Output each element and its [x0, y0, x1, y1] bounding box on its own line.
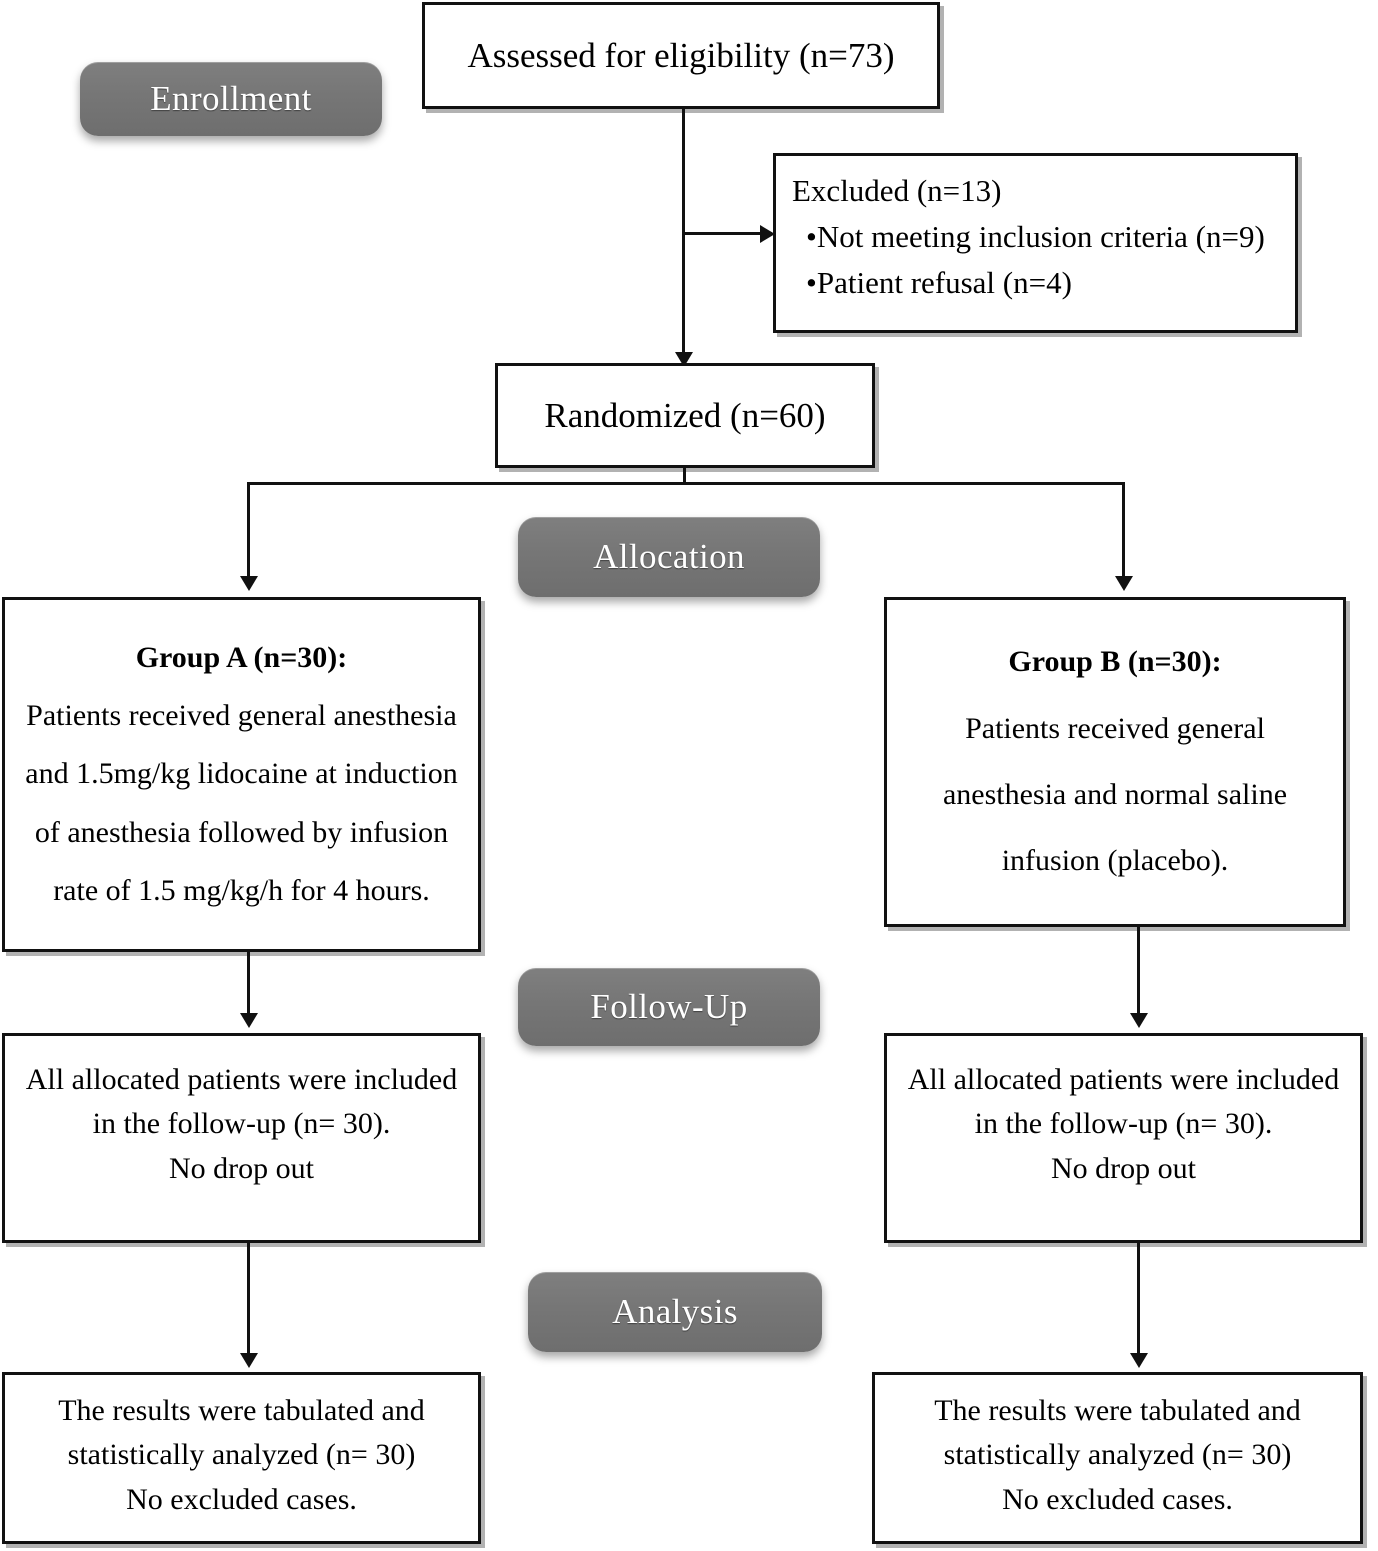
node-followup-b-line-3: No drop out	[1051, 1151, 1196, 1185]
connector-trunk-to-excluded	[682, 232, 772, 235]
arrowhead-into-followup-b	[1130, 1013, 1148, 1028]
node-group-a-line-1: Patients received general anesthesia	[26, 698, 457, 732]
node-excluded-line-1: Excluded (n=13)	[792, 173, 1002, 208]
node-followup-a: All allocated patients were included in …	[2, 1033, 481, 1243]
node-analysis-a-line-2: statistically analyzed (n= 30)	[67, 1438, 416, 1472]
connector-group-b-to-followup-b	[1137, 927, 1140, 1017]
node-analysis-b: The results were tabulated and statistic…	[872, 1372, 1363, 1544]
stage-label-followup-text: Follow-Up	[590, 987, 748, 1026]
node-excluded-line-3: •Patient refusal (n=4)	[806, 264, 1072, 300]
node-analysis-b-line-2: statistically analyzed (n= 30)	[943, 1438, 1292, 1472]
connector-group-a-to-followup-a	[247, 952, 250, 1017]
node-followup-a-line-2: in the follow-up (n= 30).	[92, 1107, 391, 1141]
connector-allocation-split-bar	[247, 482, 1125, 485]
stage-label-enrollment-text: Enrollment	[150, 79, 312, 118]
arrowhead-into-analysis-b	[1130, 1353, 1148, 1368]
arrowhead-into-analysis-a	[240, 1353, 258, 1368]
stage-label-followup: Follow-Up	[518, 968, 820, 1046]
stage-label-analysis-text: Analysis	[612, 1292, 738, 1331]
node-analysis-a-line-1: The results were tabulated and	[58, 1394, 425, 1427]
node-followup-b-line-2: in the follow-up (n= 30).	[974, 1107, 1273, 1141]
arrowhead-into-group-a	[240, 576, 258, 591]
node-group-b: Group B (n=30): Patients received genera…	[884, 597, 1346, 927]
node-followup-b-line-1: All allocated patients were included	[907, 1063, 1340, 1096]
arrowhead-into-excluded	[760, 225, 775, 243]
stage-label-allocation: Allocation	[518, 517, 820, 597]
node-analysis-b-line-3: No excluded cases.	[1002, 1482, 1233, 1516]
connector-randomized-stem	[683, 468, 686, 485]
node-followup-a-line-1: All allocated patients were included	[25, 1063, 458, 1096]
node-assessed-for-eligibility: Assessed for eligibility (n=73)	[422, 2, 940, 109]
node-group-a-line-3: of anesthesia followed by infusion	[34, 815, 449, 849]
node-assessed-line-1: Assessed for eligibility (n=73)	[467, 35, 895, 75]
node-group-a-line-4: rate of 1.5 mg/kg/h for 4 hours.	[53, 874, 430, 908]
node-group-a-line-2: and 1.5mg/kg lidocaine at induction	[25, 757, 458, 791]
node-group-b-line-1: Patients received general	[965, 711, 1265, 745]
node-followup-b: All allocated patients were included in …	[884, 1033, 1363, 1243]
connector-allocation-left-drop	[247, 482, 250, 580]
node-randomized: Randomized (n=60)	[495, 363, 875, 468]
node-followup-a-line-3: No drop out	[169, 1151, 314, 1185]
node-analysis-a-line-3: No excluded cases.	[126, 1482, 357, 1516]
node-excluded: Excluded (n=13) •Not meeting inclusion c…	[773, 153, 1298, 333]
node-analysis-b-line-1: The results were tabulated and	[934, 1394, 1301, 1427]
connector-allocation-right-drop	[1122, 482, 1125, 580]
node-group-a: Group A (n=30): Patients received genera…	[2, 597, 481, 952]
node-excluded-line-2: •Not meeting inclusion criteria (n=9)	[806, 218, 1265, 254]
node-group-a-heading: Group A (n=30):	[135, 640, 348, 674]
connector-followup-b-to-analysis-b	[1137, 1243, 1140, 1358]
node-group-b-line-2: anesthesia and normal saline	[942, 778, 1288, 811]
node-group-b-line-3: infusion (placebo).	[1001, 844, 1229, 878]
arrowhead-into-group-b	[1115, 576, 1133, 591]
node-randomized-line-1: Randomized (n=60)	[544, 395, 826, 435]
connector-followup-a-to-analysis-a	[247, 1243, 250, 1358]
stage-label-enrollment: Enrollment	[80, 62, 382, 136]
node-analysis-a: The results were tabulated and statistic…	[2, 1372, 481, 1544]
stage-label-analysis: Analysis	[528, 1272, 822, 1352]
stage-label-allocation-text: Allocation	[593, 537, 745, 576]
node-group-b-heading: Group B (n=30):	[1008, 645, 1222, 679]
arrowhead-into-followup-a	[240, 1013, 258, 1028]
